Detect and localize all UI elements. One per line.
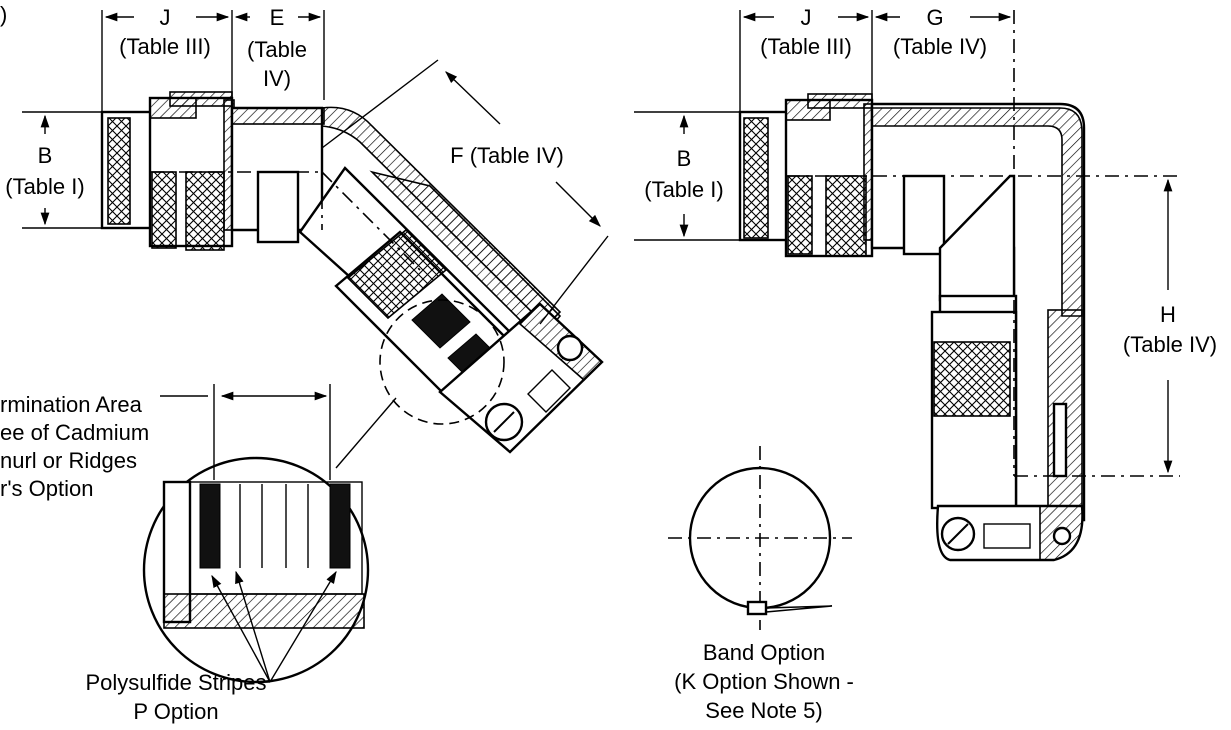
left-dimensions bbox=[22, 10, 609, 325]
right-g-table-label: (Table IV) bbox=[893, 34, 987, 59]
band-option-label-3: See Note 5) bbox=[705, 698, 822, 723]
polysulfide-label-1: Polysulfide Stripes bbox=[86, 670, 267, 695]
polysulfide-label-2: P Option bbox=[133, 699, 218, 724]
left-connector-45deg bbox=[100, 91, 604, 469]
termination-label-3: nurl or Ridges bbox=[0, 448, 137, 473]
band-option bbox=[668, 446, 852, 630]
left-b-table-label: (Table I) bbox=[5, 174, 84, 199]
right-connector-90deg bbox=[738, 10, 1180, 562]
termination-label-2: ee of Cadmium bbox=[0, 420, 149, 445]
detail-view bbox=[142, 384, 370, 684]
left-e-table-label-1: (Table bbox=[247, 37, 307, 62]
band-option-label-1: Band Option bbox=[703, 640, 825, 665]
right-j-label: J bbox=[801, 5, 812, 30]
left-j-table-label: (Table III) bbox=[119, 34, 211, 59]
right-dimensions bbox=[634, 10, 1173, 474]
left-e-label: E bbox=[270, 5, 285, 30]
left-j-label: J bbox=[160, 5, 171, 30]
right-b-table-label: (Table I) bbox=[644, 177, 723, 202]
band-option-label-2: (K Option Shown - bbox=[674, 669, 854, 694]
left-b-label: B bbox=[38, 143, 53, 168]
right-h-label: H bbox=[1160, 302, 1176, 327]
right-g-label: G bbox=[926, 5, 943, 30]
right-b-label: B bbox=[677, 146, 692, 171]
termination-label-4: r's Option bbox=[0, 476, 93, 501]
corner-paren: ) bbox=[0, 2, 7, 27]
left-f-label: F (Table IV) bbox=[450, 143, 564, 168]
termination-label-1: rmination Area bbox=[0, 392, 143, 417]
right-j-table-label: (Table III) bbox=[760, 34, 852, 59]
right-h-table-label: (Table IV) bbox=[1123, 332, 1217, 357]
left-e-table-label-2: IV) bbox=[263, 66, 291, 91]
